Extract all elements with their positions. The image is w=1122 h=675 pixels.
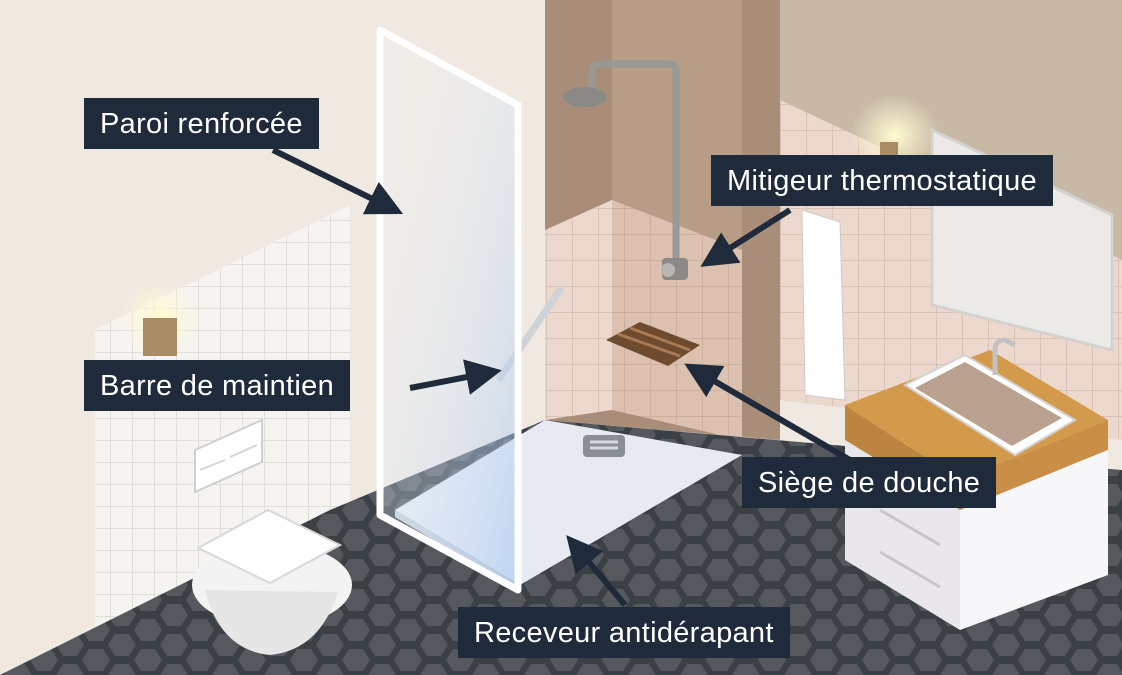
arrow-thermostatic-mixer	[700, 207, 792, 267]
arrow-non-slip-tray	[566, 535, 628, 607]
arrow-reinforced-wall	[271, 147, 404, 215]
towel-icon	[801, 209, 846, 401]
label-shower-seat: Siège de douche	[742, 457, 997, 508]
flush-plate-icon	[194, 418, 263, 494]
arrow-shower-seat	[684, 363, 852, 463]
faucet-icon	[992, 337, 1017, 375]
arrow-grab-bar	[409, 359, 502, 395]
label-grab-bar: Barre de maintien	[84, 360, 350, 411]
shower-head-icon	[563, 87, 607, 107]
wall-lamp-icon	[143, 318, 177, 356]
label-thermostatic-mixer: Mitigeur thermostatique	[711, 155, 1053, 206]
glass-wall-panel	[380, 30, 518, 590]
label-reinforced-wall: Paroi renforcée	[84, 98, 319, 149]
label-non-slip-tray: Receveur antidérapant	[458, 607, 790, 658]
